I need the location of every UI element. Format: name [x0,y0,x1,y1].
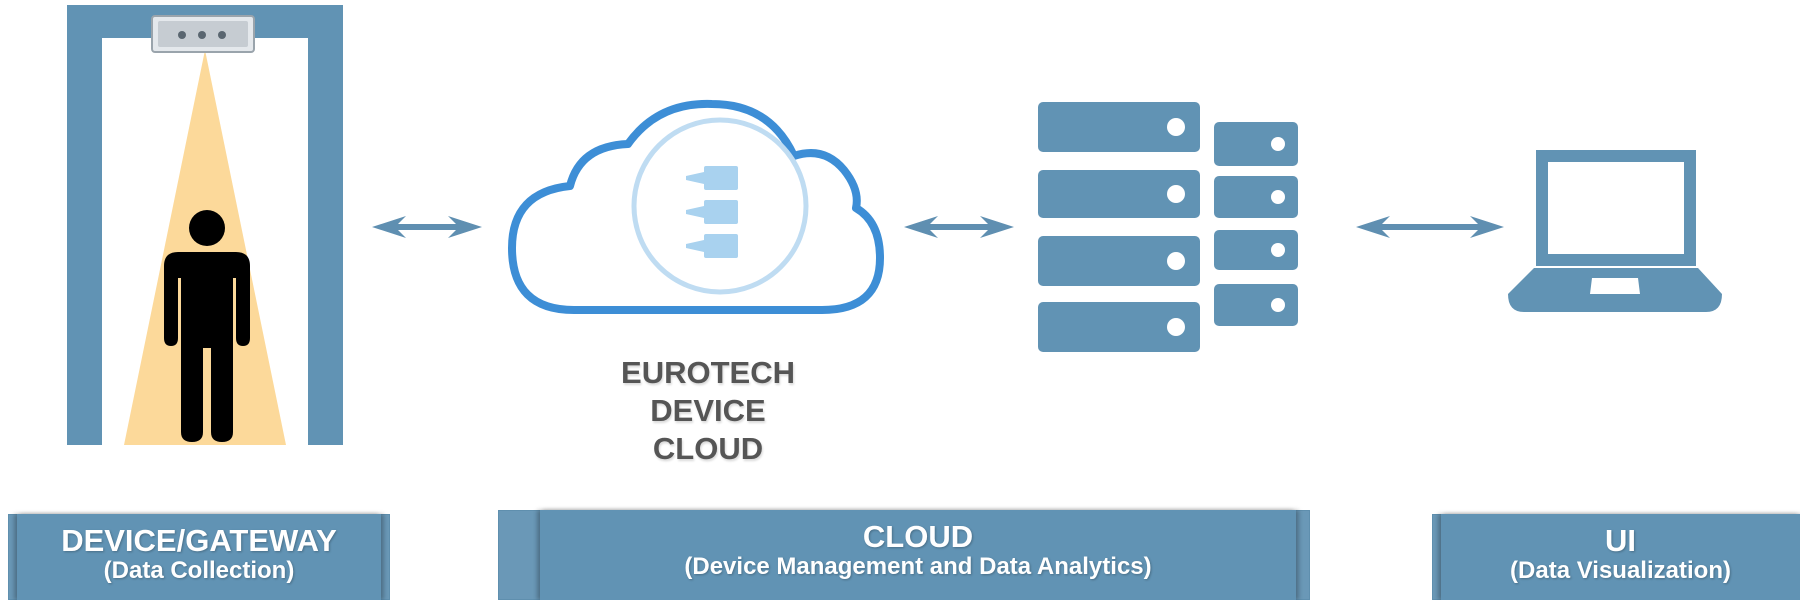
device-gateway-panel: DEVICE/GATEWAY (Data Collection) [8,514,390,600]
laptop-icon [1508,150,1722,312]
panel-subtitle: (Data Visualization) [1510,557,1731,584]
server-rack-icon [1038,102,1298,352]
ui-panel: UI (Data Visualization) [1432,514,1800,600]
double-arrow-icon [1356,216,1504,238]
cloud-panel: CLOUD (Device Management and Data Analyt… [498,510,1310,600]
panel-subtitle: (Device Management and Data Analytics) [684,553,1152,580]
person-icon [164,210,250,442]
cloud-panel-body: CLOUD (Device Management and Data Analyt… [540,510,1296,600]
panel-title: CLOUD [862,519,974,554]
panel-subtitle: (Data Collection) [103,557,295,584]
panel-title: DEVICE/GATEWAY [61,523,337,558]
cloud-caption-line-3: CLOUD [652,431,764,466]
sensor-beam [124,50,286,445]
double-arrow-icon [372,216,482,238]
cloud-caption-line-2: DEVICE [650,393,766,428]
cloud-caption-line-1: EUROTECH [621,355,795,390]
cloud-icon [508,99,884,314]
panel-title: UI [1605,523,1636,558]
ui-panel-body: UI (Data Visualization) [1441,514,1800,600]
ceiling-sensor-icon [151,15,255,53]
device-gateway-panel-body: DEVICE/GATEWAY (Data Collection) [17,514,381,600]
double-arrow-icon [904,216,1014,238]
cloud-caption: EUROTECH DEVICE CLOUD [568,354,848,468]
